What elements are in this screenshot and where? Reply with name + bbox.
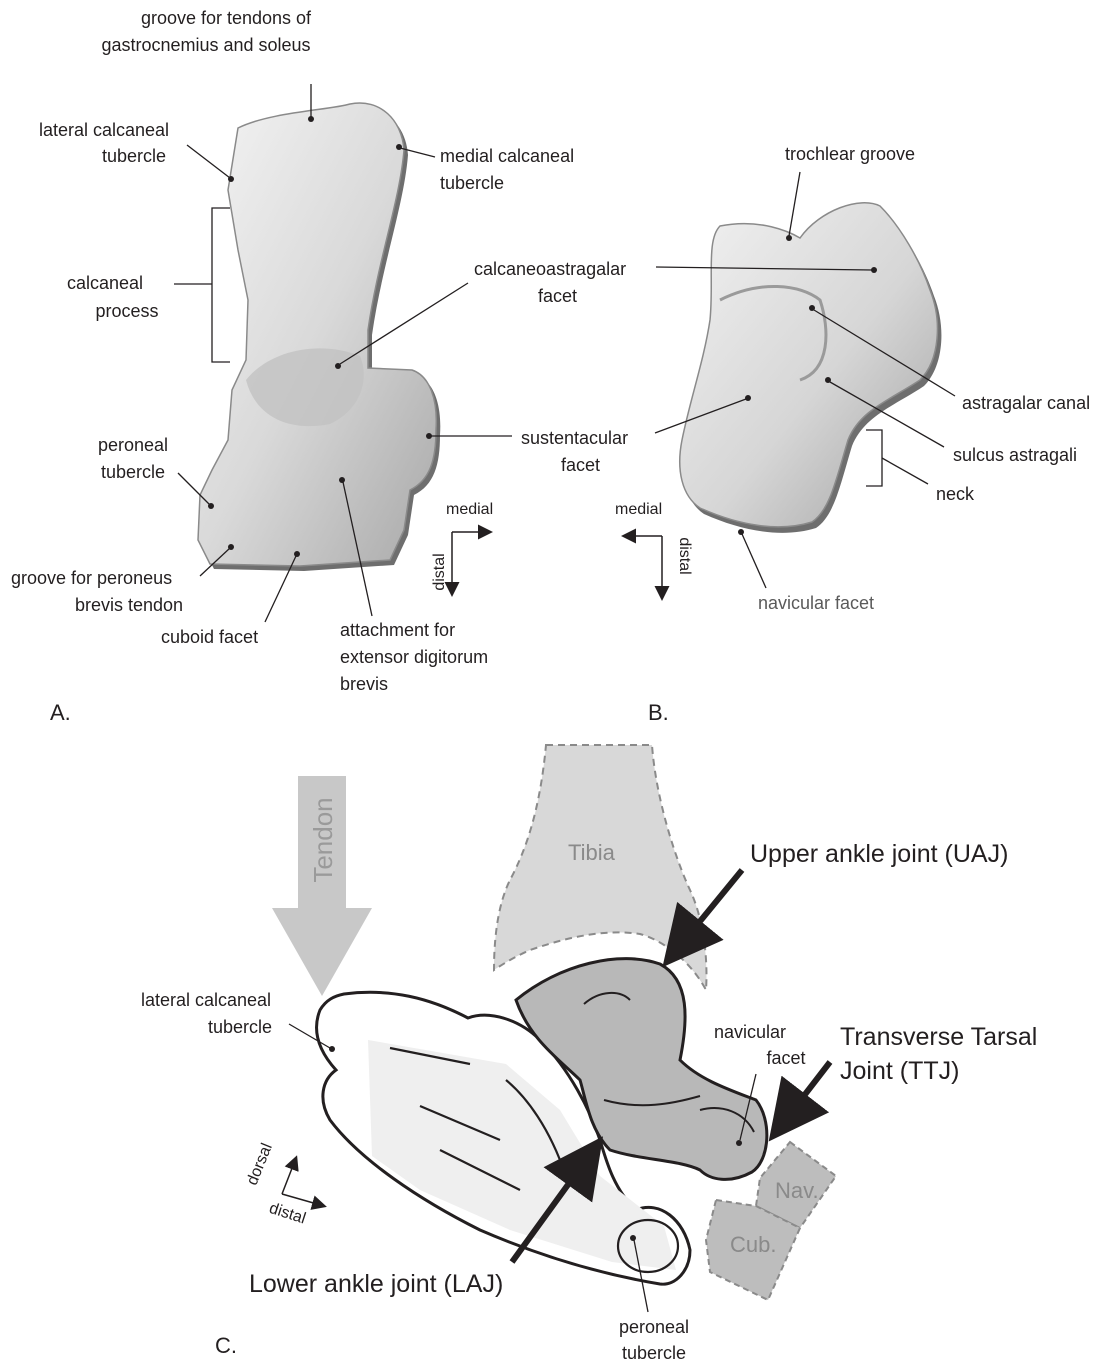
label-sustentacular-2: facet xyxy=(561,455,600,475)
label-calcaneoastragalar-1: calcaneoastragalar xyxy=(474,259,626,279)
neck-bracket xyxy=(866,430,882,486)
label-astragalar-canal: astragalar canal xyxy=(962,393,1090,413)
label-medial-calcaneal-tubercle-2: tubercle xyxy=(440,173,504,193)
label-groove-peroneus-1: groove for peroneus xyxy=(11,568,172,588)
label-sulcus-astragali: sulcus astragali xyxy=(953,445,1077,465)
label-uaj: Upper ankle joint (UAJ) xyxy=(750,840,1008,868)
panel-label-b: B. xyxy=(648,700,669,725)
label-lateral-calcaneal-tubercle-1: lateral calcaneal xyxy=(39,120,169,140)
label-nav: Nav. xyxy=(775,1178,819,1203)
label-laj: Lower ankle joint (LAJ) xyxy=(249,1270,503,1298)
label-medial-b: medial xyxy=(615,501,662,518)
label-peroneal-tubercle-2: tubercle xyxy=(101,462,165,482)
label-ttj-2: Joint (TTJ) xyxy=(840,1057,959,1085)
panel-b-astragalus: trochlear groove astragalar canal sulcus… xyxy=(615,144,1090,725)
label-medial-calcaneal-tubercle-1: medial calcaneal xyxy=(440,146,574,166)
orientation-indicator-c: dorsal distal xyxy=(244,1141,324,1228)
orientation-indicator-b: medial distal xyxy=(615,501,693,598)
label-peroneal-c-2: tubercle xyxy=(622,1343,686,1363)
label-attachment-2: extensor digitorum xyxy=(340,647,488,667)
label-tibia: Tibia xyxy=(568,840,616,865)
label-distal-b: distal xyxy=(676,537,693,574)
label-groove-tendons-1: groove for tendons of xyxy=(141,8,312,28)
label-tendon: Tendon xyxy=(308,797,338,882)
label-groove-tendons-2: gastrocnemius and soleus xyxy=(101,35,310,55)
label-ttj-1: Transverse Tarsal xyxy=(840,1023,1037,1051)
label-attachment-3: brevis xyxy=(340,674,388,694)
label-peroneal-tubercle-1: peroneal xyxy=(98,435,168,455)
label-navicular-facet-b: navicular facet xyxy=(758,593,874,613)
label-calcaneal-process-1: calcaneal xyxy=(67,273,143,293)
panel-label-a: A. xyxy=(50,700,71,725)
panel-c-ankle-diagram: Tibia Tendon Nav. Cub. Upper ankle joint… xyxy=(141,745,1037,1363)
label-sustentacular-1: sustentacular xyxy=(521,428,628,448)
label-navicular-c-2: facet xyxy=(766,1048,805,1068)
label-cuboid-facet: cuboid facet xyxy=(161,627,258,647)
label-distal-c: distal xyxy=(267,1200,308,1228)
label-calcaneal-process-2: process xyxy=(95,301,158,321)
label-lateral-calc-c-2: tubercle xyxy=(208,1017,272,1037)
label-dorsal-c: dorsal xyxy=(244,1141,276,1188)
ttj-arrow xyxy=(776,1062,830,1132)
calcaneus-bone xyxy=(198,103,436,566)
panel-a-calcaneus: groove for tendons of gastrocnemius and … xyxy=(11,8,628,725)
calcaneal-process-bracket xyxy=(212,208,230,362)
astragalus-bone xyxy=(680,203,938,527)
label-calcaneoastragalar-2: facet xyxy=(538,286,577,306)
orientation-indicator-a: medial distal xyxy=(431,501,493,594)
label-peroneal-c-1: peroneal xyxy=(619,1317,689,1337)
panel-label-c: C. xyxy=(215,1333,237,1358)
label-groove-peroneus-2: brevis tendon xyxy=(75,595,183,615)
label-cub: Cub. xyxy=(730,1232,776,1257)
label-lateral-calc-c-1: lateral calcaneal xyxy=(141,990,271,1010)
label-lateral-calcaneal-tubercle-2: tubercle xyxy=(102,146,166,166)
label-neck: neck xyxy=(936,484,975,504)
label-attachment-1: attachment for xyxy=(340,620,455,640)
label-medial-a: medial xyxy=(446,501,493,518)
label-trochlear-groove: trochlear groove xyxy=(785,144,915,164)
label-navicular-c-1: navicular xyxy=(714,1022,786,1042)
label-distal-a: distal xyxy=(431,553,448,590)
